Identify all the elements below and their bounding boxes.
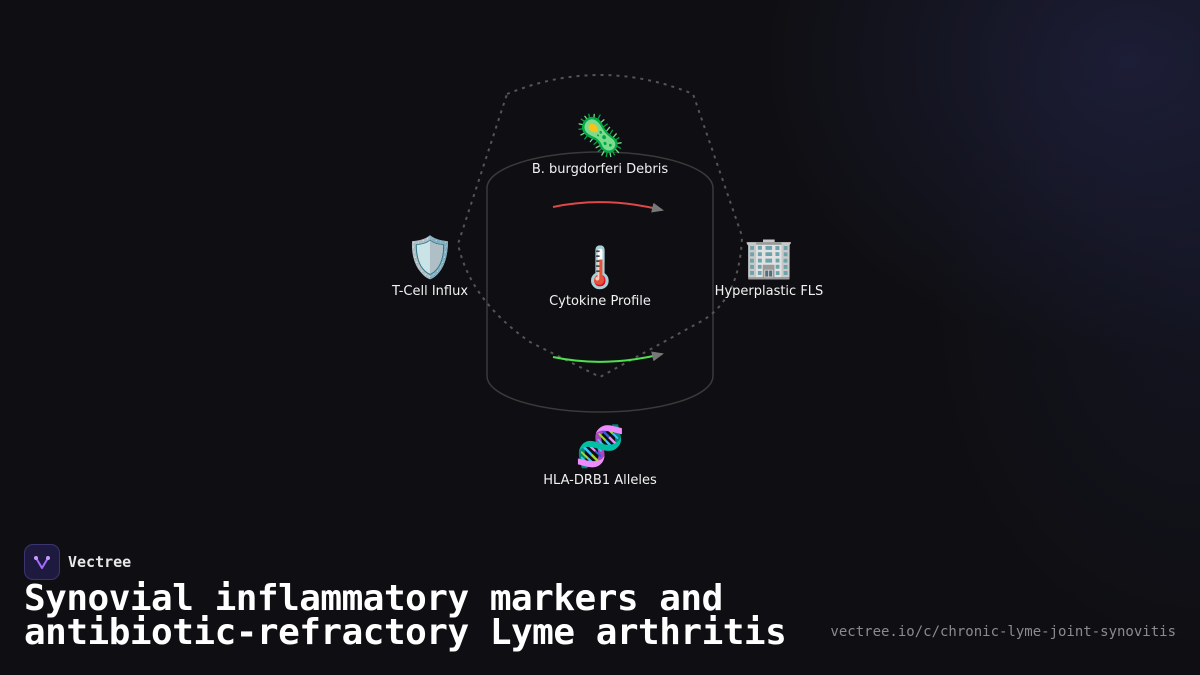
microbe-icon: 🦠 <box>575 113 625 159</box>
dna-icon: 🧬 <box>575 424 625 470</box>
node-label: T-Cell Influx <box>391 284 469 299</box>
node-label: B. burgdorferi Debris <box>531 162 669 177</box>
brand-name: Vectree <box>68 553 132 571</box>
brand: Vectree <box>24 544 131 580</box>
node-cytokine: 🌡️ Cytokine Profile <box>500 244 700 309</box>
arrow-bottom <box>552 351 664 363</box>
node-t-cell: 🛡️ T-Cell Influx <box>330 234 530 299</box>
building-icon: 🏢 <box>744 235 794 281</box>
shield-icon: 🛡️ <box>405 235 455 281</box>
node-label: HLA-DRB1 Alleles <box>543 473 657 488</box>
node-label: Hyperplastic FLS <box>714 284 824 299</box>
cylinder-shape <box>486 151 714 413</box>
node-hla: 🧬 HLA-DRB1 Alleles <box>500 423 700 488</box>
node-label: Cytokine Profile <box>549 294 651 309</box>
node-debris: 🦠 B. burgdorferi Debris <box>500 112 700 177</box>
node-fls: 🏢 Hyperplastic FLS <box>669 234 869 299</box>
vectree-logo-icon <box>24 544 60 580</box>
page-title: Synovial inflammatory markers and antibi… <box>24 578 787 653</box>
thermometer-icon: 🌡️ <box>575 245 625 291</box>
arrow-top <box>552 201 664 213</box>
source-url: vectree.io/c/chronic-lyme-joint-synoviti… <box>830 624 1176 640</box>
